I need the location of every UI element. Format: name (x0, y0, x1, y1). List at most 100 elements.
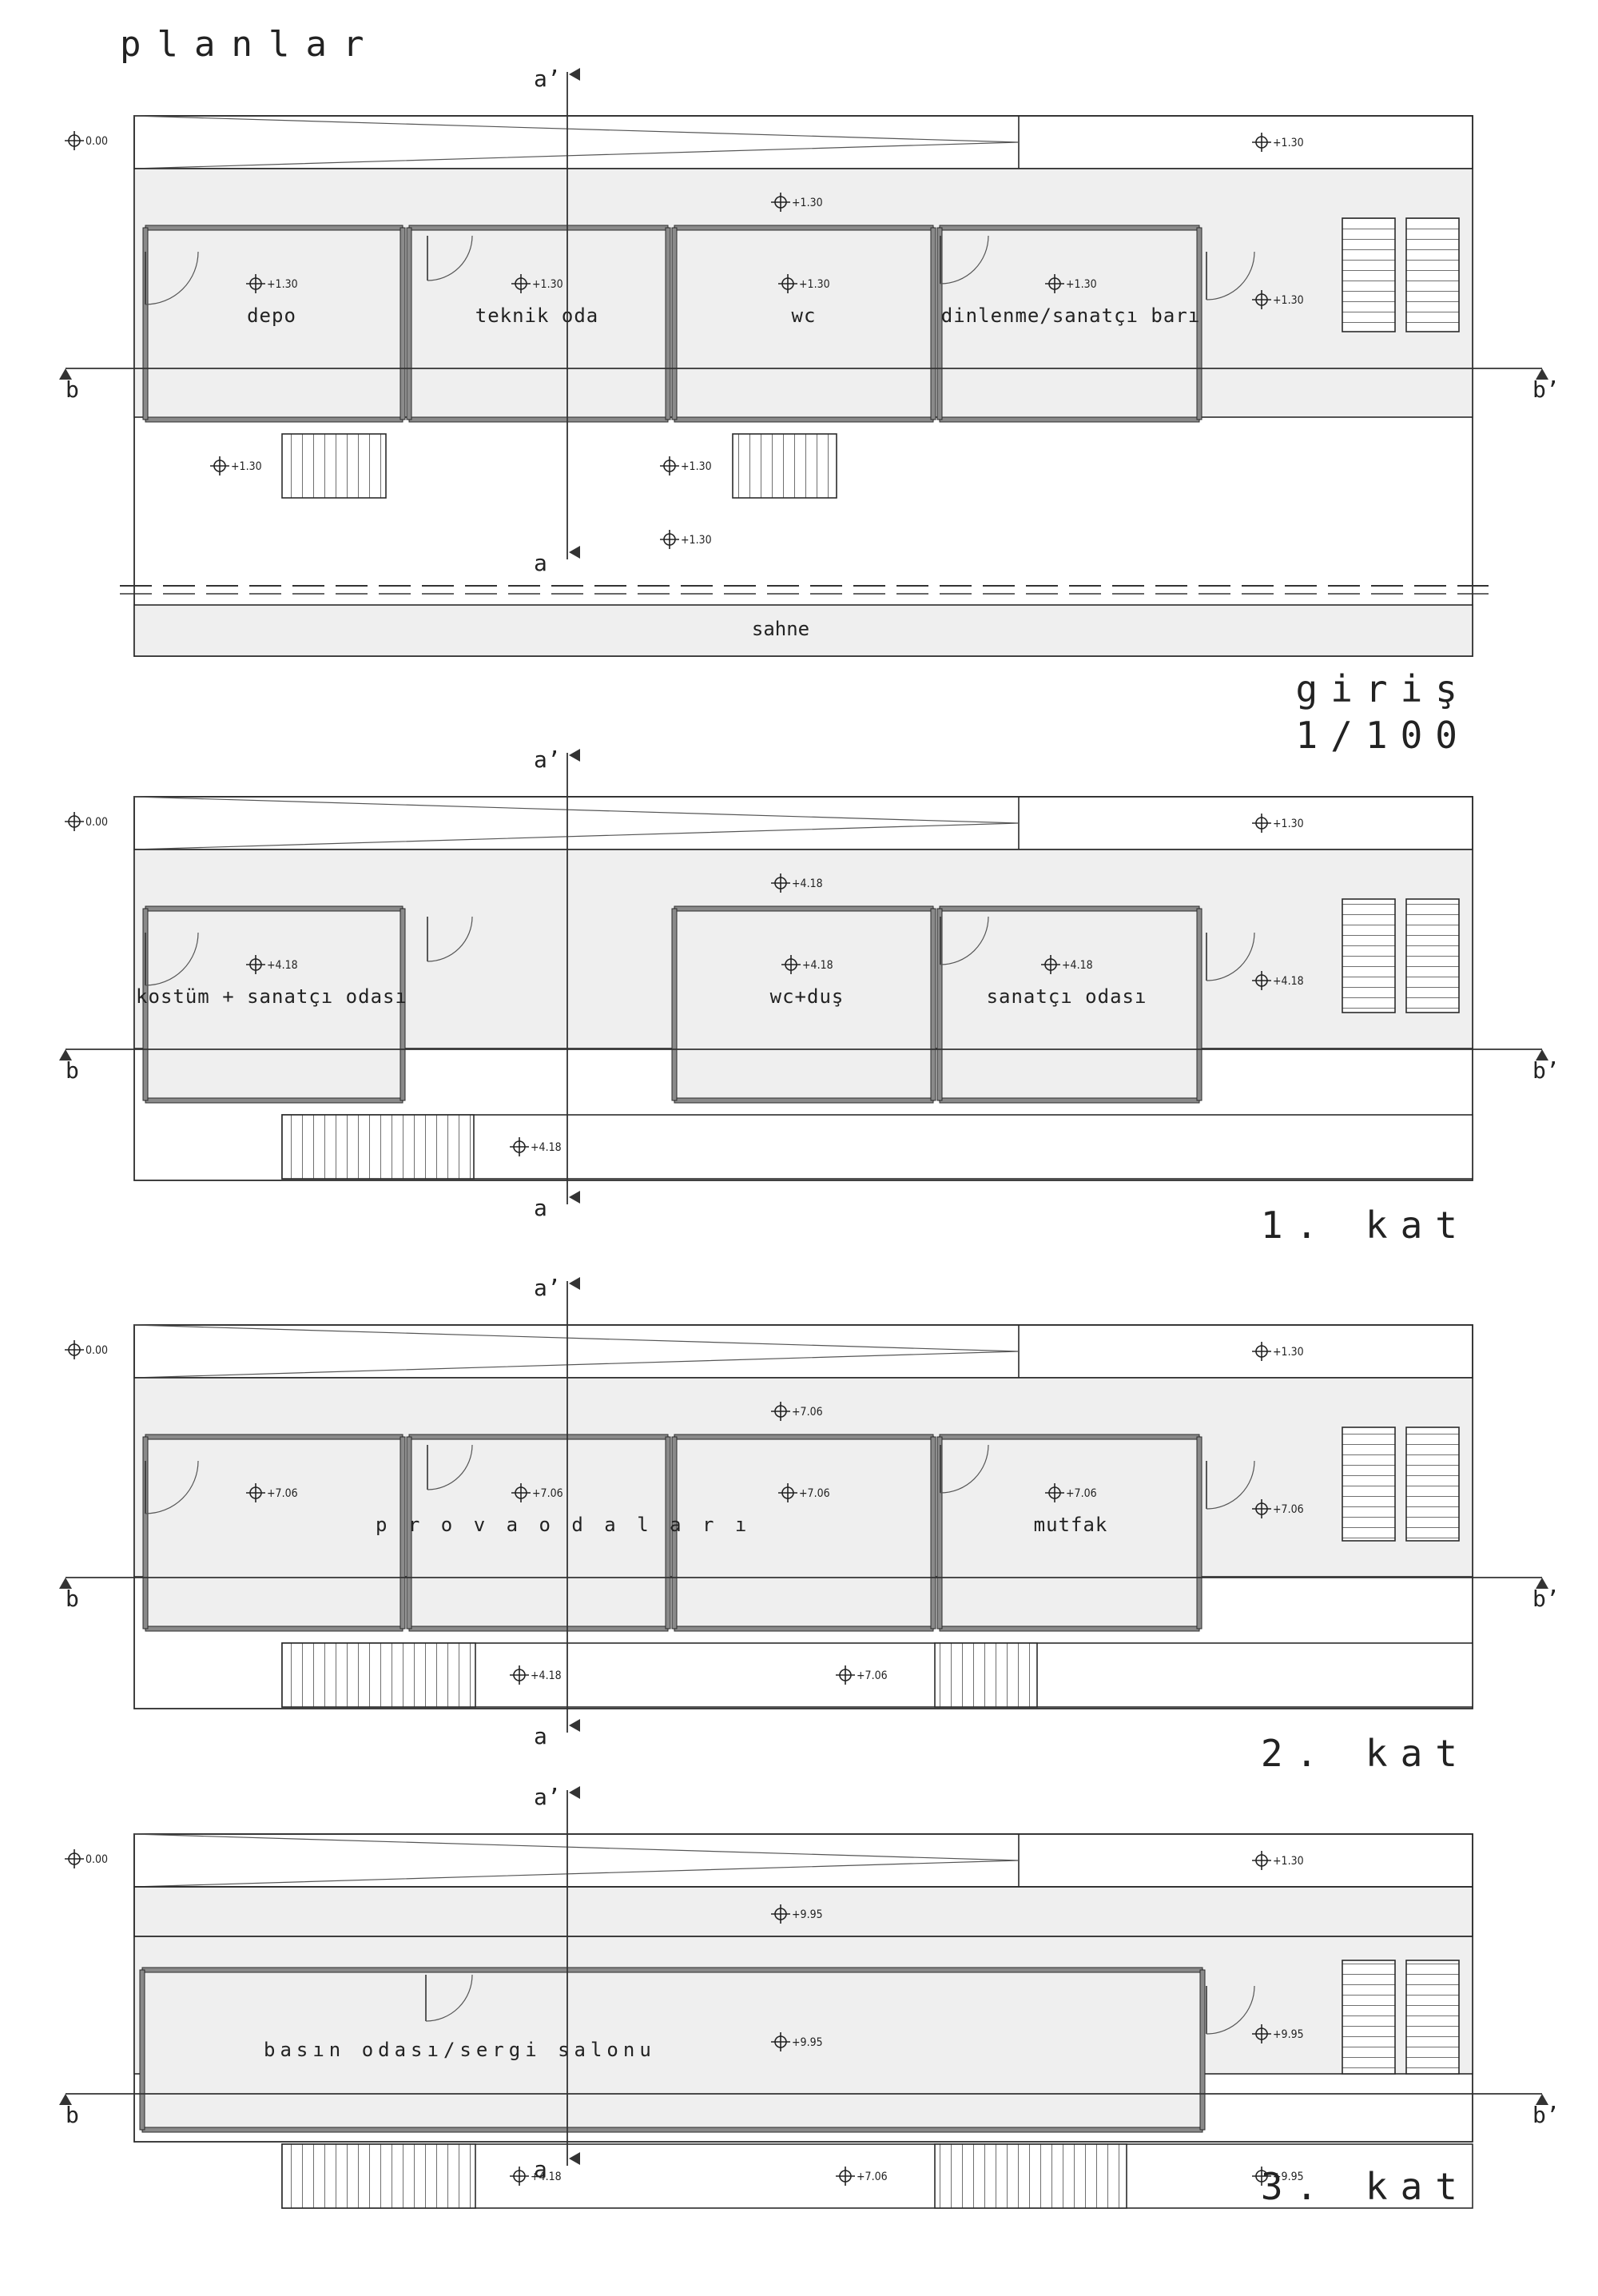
door-swing (145, 1460, 199, 1514)
level-value: 0.00 (85, 135, 108, 148)
door-arc (145, 251, 199, 305)
door-arc (940, 235, 989, 285)
level-value: 0.00 (85, 1853, 108, 1866)
level-walkway: +4.18 (509, 1665, 562, 1685)
section-marker-b (59, 368, 72, 380)
section-label-a: a (534, 550, 547, 576)
level-corridor: +1.30 (770, 192, 823, 213)
level-walkway: +4.18 (509, 1136, 562, 1157)
level-value: +9.95 (792, 1908, 823, 1921)
wall-left (139, 1969, 145, 2131)
room-label: wc (792, 304, 817, 327)
door-arc (427, 1444, 473, 1490)
room-floor (145, 908, 403, 1101)
level-lower-left: +1.30 (209, 456, 262, 476)
section-label-a-prime: a’ (534, 1275, 561, 1301)
wall-bottom (145, 416, 403, 423)
room-level: +7.06 (511, 1482, 563, 1503)
section-arrow (569, 2152, 580, 2165)
door-swing (145, 251, 199, 305)
ramp-strip (133, 115, 1473, 169)
level-value: +7.06 (532, 1487, 563, 1500)
wall-top (674, 905, 934, 912)
level-value: +1.30 (681, 460, 712, 473)
room-label: kostüm + sanatçı odası (136, 985, 407, 1008)
section-label-b: b (66, 1057, 79, 1084)
level-value: +1.30 (1273, 818, 1304, 830)
floor-name: 3. kat (1261, 2165, 1470, 2208)
merged-room-label: p r o v a o d a l a r ı (376, 1514, 751, 1536)
level-value: +7.06 (799, 1487, 830, 1500)
room-1 (142, 225, 406, 423)
wall-top (141, 1967, 1203, 1973)
door-swing (425, 1974, 473, 2022)
room-4 (936, 905, 1202, 1104)
level-corridor: +7.06 (770, 1401, 823, 1422)
level-top-right: +1.30 (1251, 132, 1304, 153)
level-corridor: +4.18 (770, 873, 823, 893)
door-arc (425, 1974, 473, 2022)
wall-bottom (939, 1097, 1200, 1104)
section-marker-b (59, 1049, 72, 1060)
door-arc (145, 1460, 199, 1514)
level-right: +1.30 (1251, 289, 1304, 310)
stair-walkway (281, 1114, 475, 1180)
wall-top (674, 225, 934, 231)
door-arc (940, 916, 989, 965)
wall-top (674, 1434, 934, 1440)
section-arrow (569, 1786, 580, 1799)
level-outside-left: 0.00 (64, 1339, 108, 1360)
wall-left (936, 1436, 943, 1629)
stair-right-a (1342, 1960, 1396, 2075)
floor-name: 1. kat (1261, 1204, 1470, 1247)
door-arc (1206, 1460, 1255, 1510)
level-symbol (64, 1848, 85, 1869)
wall-bottom (674, 1626, 934, 1632)
stair-lower-a (281, 433, 387, 499)
room-1 (142, 905, 406, 1104)
room-level: +1.30 (511, 273, 563, 294)
door-swing (1206, 1460, 1255, 1510)
door-swing (427, 235, 473, 281)
stair-right-b (1405, 898, 1460, 1013)
room-label: mutfak (1034, 1514, 1108, 1536)
level-value: +7.06 (857, 2171, 888, 2183)
floor-name: 2. kat (1261, 1732, 1470, 1775)
level-value: +4.18 (1273, 975, 1304, 988)
wall-bottom (141, 2127, 1203, 2133)
level-symbol (64, 130, 85, 151)
room-3 (671, 905, 936, 1104)
ramp-strip (133, 796, 1473, 850)
wall-bottom (145, 1097, 403, 1104)
level-right: +7.06 (1251, 1498, 1304, 1519)
section-arrow (569, 1191, 580, 1204)
level-value: +1.30 (1273, 294, 1304, 307)
level-walkway: +7.06 (835, 2166, 888, 2187)
level-symbol (64, 1339, 85, 1360)
door-swing (427, 916, 473, 962)
wall-left (142, 908, 149, 1101)
stair-right-b (1405, 217, 1460, 332)
room-level: +4.18 (245, 954, 298, 975)
stage-floor (133, 604, 1473, 657)
section-marker-b (59, 1578, 72, 1589)
level-lower-mid: +1.30 (659, 456, 712, 476)
room-label: teknik oda (475, 304, 599, 327)
section-label-b-prime: b’ (1532, 2102, 1560, 2128)
door-arc (1206, 932, 1255, 981)
level-value: +1.30 (792, 197, 823, 209)
ramp-slope (133, 115, 1020, 169)
room-floor (145, 227, 403, 420)
door-swing (940, 235, 989, 285)
level-stage: +1.30 (659, 529, 712, 550)
sheet-title: planlar (120, 24, 380, 65)
room-exhibition (139, 1967, 1206, 2133)
level-top-right: +1.30 (1251, 1341, 1304, 1362)
ramp-slope (133, 1324, 1020, 1379)
level-value: +9.95 (792, 2036, 823, 2049)
door-swing (940, 916, 989, 965)
wall-top (408, 1434, 669, 1440)
